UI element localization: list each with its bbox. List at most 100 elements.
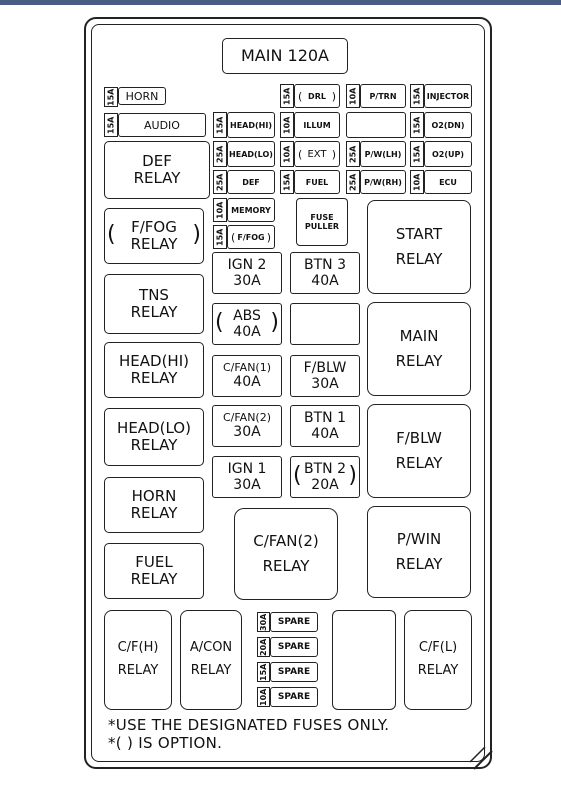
- tns-relay: TNS RELAY: [104, 274, 204, 334]
- main-relay-label: RELAY: [395, 352, 443, 370]
- fuse-puller-line2: PULLER: [304, 222, 340, 231]
- fuse-abs: ABS 40A: [212, 303, 282, 345]
- fuse-c-fan-2-name: C/FAN(2): [222, 410, 272, 424]
- c-fan-2-relay: C/FAN(2) RELAY: [234, 508, 338, 600]
- fuse-btn-3-amp: 40A: [311, 273, 339, 289]
- fuse-horn-label: HORN: [118, 87, 166, 105]
- spare-30a-label: SPARE: [270, 612, 318, 632]
- fuse-f-fog-amp: 15A: [213, 225, 227, 249]
- fuse-btn-2-name: BTN 2: [304, 460, 346, 477]
- fuse-puller[interactable]: FUSE PULLER: [296, 198, 348, 246]
- tns-relay-label: RELAY: [130, 303, 178, 321]
- fuse-puller-line1: FUSE: [310, 212, 334, 222]
- fuse-c-fan-2: C/FAN(2) 30A: [212, 405, 282, 447]
- fuse-f-blw-name: F/BLW: [303, 359, 347, 376]
- start-relay: START RELAY: [367, 200, 471, 294]
- fuse-fuel-label: FUEL: [294, 170, 340, 194]
- fuse-btn-2: BTN 2 20A: [290, 456, 360, 498]
- f-blw-relay-name: F/BLW: [396, 428, 442, 447]
- fuse-c-fan-1-amp: 40A: [233, 374, 261, 391]
- fuse-illum-label: ILLUM: [294, 112, 340, 138]
- a-con-relay: A/CON RELAY: [180, 610, 242, 710]
- fuel-relay-name: FUEL: [135, 552, 173, 571]
- fuse-ign-2-name: IGN 2: [227, 256, 267, 273]
- fuse-ext-label: EXT: [294, 141, 340, 167]
- f-fog-relay-name: F/FOG: [131, 217, 177, 236]
- fuse-ign-1-amp: 30A: [233, 477, 261, 493]
- p-win-relay-name: P/WIN: [396, 529, 442, 548]
- f-fog-relay: F/FOG RELAY: [104, 208, 204, 264]
- horn-relay: HORN RELAY: [104, 477, 204, 533]
- fuse-injector-amp: 15A: [410, 84, 424, 108]
- fuse-drl-label: DRL: [294, 84, 340, 108]
- fuse-p-w-rh-amp: 25A: [346, 170, 360, 194]
- fuse-o2-dn-amp: 15A: [410, 112, 424, 138]
- fuse-btn-1-name: BTN 1: [304, 409, 346, 426]
- fuse-memory-label: MEMORY: [227, 198, 275, 222]
- fuse-p-w-rh-label: P/W(RH): [360, 170, 406, 194]
- tns-relay-name: TNS: [139, 285, 169, 304]
- fuse-head-hi-label: HEAD(HI): [227, 112, 275, 138]
- c-f-l-relay-label: RELAY: [417, 663, 459, 678]
- head-hi-relay-name: HEAD(HI): [119, 351, 189, 370]
- start-relay-label: RELAY: [395, 250, 443, 268]
- fuse-abs-name: ABS: [233, 307, 261, 324]
- main-relay: MAIN RELAY: [367, 302, 471, 396]
- fuse-box-outer-frame: [84, 17, 492, 769]
- c-f-l-relay-name: C/F(L): [418, 640, 458, 656]
- c-f-h-relay-name: C/F(H): [117, 640, 159, 656]
- fuse-def-label: DEF: [227, 170, 275, 194]
- fuse-empty-mid: [290, 303, 360, 345]
- head-hi-relay: HEAD(HI) RELAY: [104, 342, 204, 398]
- f-blw-relay: F/BLW RELAY: [367, 404, 471, 498]
- fuse-ign-1-name: IGN 1: [227, 460, 267, 477]
- fuse-head-lo-label: HEAD(LO): [227, 141, 275, 167]
- a-con-relay-label: RELAY: [190, 663, 232, 678]
- fuse-injector-label: INJECTOR: [424, 84, 472, 108]
- fuse-ign-2: IGN 2 30A: [212, 252, 282, 294]
- spare-15a-label: SPARE: [270, 662, 318, 682]
- spare-10a-amp: 10A: [257, 687, 270, 707]
- fuse-head-lo-amp: 25A: [213, 141, 227, 167]
- fuse-o2-up-amp: 15A: [410, 141, 424, 167]
- fuse-btn-3-name: BTN 3: [304, 256, 346, 273]
- def-relay-name: DEF: [142, 151, 172, 170]
- note-designated-fuses: *USE THE DESIGNATED FUSES ONLY.: [108, 716, 390, 734]
- fuse-box-inner-frame: [91, 24, 485, 762]
- spare-15a-amp: 15A: [257, 662, 270, 682]
- fuse-empty-slot: [346, 112, 406, 138]
- fuse-abs-amp: 40A: [233, 324, 261, 340]
- fuse-drl-amp: 15A: [280, 84, 294, 108]
- fuse-head-hi-amp: 15A: [213, 112, 227, 138]
- fuse-p-w-lh-amp: 25A: [346, 141, 360, 167]
- fuse-ign-1: IGN 1 30A: [212, 456, 282, 498]
- fuse-fuel-amp: 15A: [280, 170, 294, 194]
- fuse-o2-dn-label: O2(DN): [424, 112, 472, 138]
- head-hi-relay-label: RELAY: [130, 369, 178, 387]
- f-fog-relay-label: RELAY: [130, 235, 178, 253]
- p-win-relay: P/WIN RELAY: [367, 506, 471, 598]
- horn-relay-label: RELAY: [130, 504, 178, 522]
- head-lo-relay-label: RELAY: [130, 436, 178, 454]
- fuse-btn-2-amp: 20A: [311, 477, 339, 493]
- fuse-btn-3: BTN 3 40A: [290, 252, 360, 294]
- fuel-relay: FUEL RELAY: [104, 543, 204, 599]
- c-f-h-relay: C/F(H) RELAY: [104, 610, 172, 710]
- f-blw-relay-label: RELAY: [395, 454, 443, 472]
- fuse-p-trn-label: P/TRN: [360, 84, 406, 108]
- main-relay-name: MAIN: [399, 326, 439, 345]
- fuse-audio-label: AUDIO: [118, 113, 206, 137]
- fuse-c-fan-1: C/FAN(1) 40A: [212, 355, 282, 397]
- fuse-horn-amp: 15A: [104, 87, 118, 107]
- fuse-audio-amp: 15A: [104, 113, 118, 137]
- fuse-f-fog-label: F/FOG: [227, 225, 275, 249]
- horn-relay-name: HORN: [131, 486, 177, 505]
- fuse-f-blw-amp: 30A: [311, 376, 339, 392]
- spare-20a-amp: 20A: [257, 637, 270, 657]
- c-fan-2-relay-name: C/FAN(2): [253, 531, 319, 550]
- fuse-illum-amp: 10A: [280, 112, 294, 138]
- fuse-btn-1: BTN 1 40A: [290, 405, 360, 447]
- fuse-ecu-label: ECU: [424, 170, 472, 194]
- fuse-ecu-amp: 10A: [410, 170, 424, 194]
- spare-10a-label: SPARE: [270, 687, 318, 707]
